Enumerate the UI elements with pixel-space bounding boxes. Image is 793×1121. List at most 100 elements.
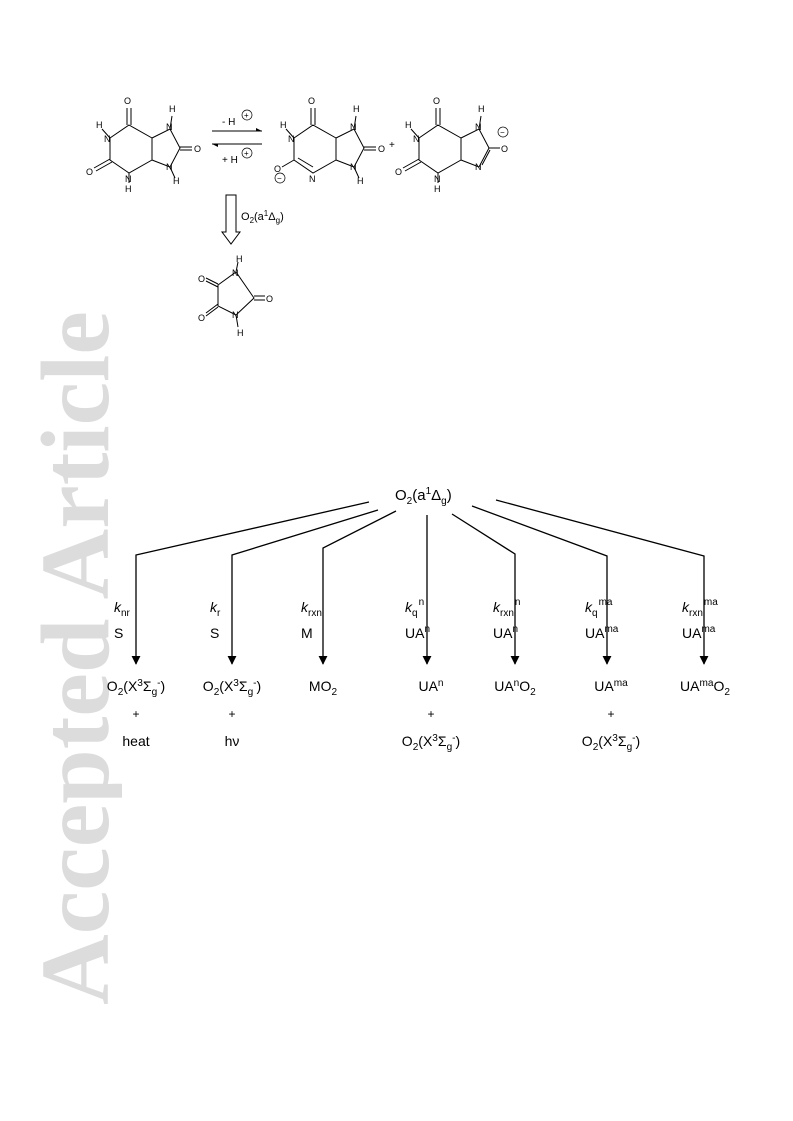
atom-n: N [166, 162, 173, 172]
atom-n: N [232, 268, 239, 278]
rate-constant-label: krxn [301, 599, 322, 619]
quencher-label: UAma [585, 624, 619, 641]
oxidant-label: O2(a1Δg) [241, 209, 284, 225]
plus-sign: + [389, 140, 395, 151]
proton-charge-icon [241, 147, 253, 159]
atom-n: N [288, 134, 295, 144]
rate-constant-label: krxnn [493, 597, 520, 619]
quencher-label: S [210, 625, 219, 641]
quencher-label: UAma [682, 624, 716, 641]
pathway-arrow [471, 505, 612, 665]
quencher-label: M [301, 625, 313, 641]
product-label: UAma [594, 678, 628, 694]
coproduct-label: O2(X3Σg-) [582, 733, 640, 753]
atom-o: O [308, 96, 315, 106]
atom-o: O [194, 144, 201, 154]
atom-o: O [378, 144, 385, 154]
coproduct-label: hν [225, 733, 240, 749]
decay-branch: krS O2(X3Σg-) + hν [203, 599, 261, 749]
oxidation-arrow: O2(a1Δg) [221, 194, 284, 245]
atom-o: O [86, 167, 93, 177]
pathway-arrow [451, 513, 520, 665]
product-label: O2(X3Σg-) [203, 678, 261, 698]
atom-o: O [266, 294, 273, 304]
accepted-article-watermark: Accepted Article [22, 311, 122, 1005]
quencher-label: S [114, 625, 123, 641]
coproduct-label: heat [122, 733, 149, 749]
product-label: O2(X3Σg-) [107, 678, 165, 698]
singlet-oxygen-label: O2(a1Δg) [395, 486, 452, 507]
rate-constant-label: krxnma [682, 597, 718, 619]
atom-o: O [198, 274, 205, 284]
atom-o: O [501, 144, 508, 154]
atom-h: H [125, 184, 132, 194]
urate-isomer-structure: O N H O N H N H N O − [395, 96, 509, 194]
uric-acid-structure: O N H O N H N H N H O [86, 96, 201, 194]
protonation-label: + H [222, 155, 238, 166]
plus-sign: + [427, 707, 434, 721]
atom-h: H [96, 120, 103, 130]
negative-charge-icon [497, 126, 509, 138]
hollow-arrow-icon [221, 194, 241, 245]
quencher-label: UAn [493, 624, 518, 641]
rate-constant-label: kr [210, 599, 221, 619]
atom-o: O [433, 96, 440, 106]
rate-constant-label: knr [114, 599, 131, 619]
decay-pathway-arrows [131, 499, 709, 665]
negative-charge: − [500, 128, 505, 137]
atom-h: H [169, 104, 176, 114]
negative-charge: − [277, 174, 282, 183]
atom-n: N [475, 122, 482, 132]
atom-o: O [395, 167, 402, 177]
plus-sign: + [228, 707, 235, 721]
atom-n: N [309, 174, 316, 184]
atom-h: H [236, 254, 243, 264]
deprotonation-label: - H [222, 117, 235, 128]
rate-constant-label: kqn [405, 597, 424, 619]
watermark-text: Accepted Article [22, 311, 122, 1005]
product-label: MO2 [309, 678, 338, 698]
atom-h: H [280, 120, 287, 130]
coproduct-label: O2(X3Σg-) [402, 733, 460, 753]
pathway-arrow [227, 509, 379, 665]
atom-o: O [124, 96, 131, 106]
atom-n: N [104, 134, 111, 144]
rate-constant-label: kqma [585, 597, 613, 619]
atom-h: H [237, 328, 244, 338]
atom-n: N [350, 162, 357, 172]
pathway-arrow [495, 499, 709, 665]
equilibrium-arrows: - H + + H + [212, 109, 262, 166]
proton-charge: + [244, 149, 249, 158]
atom-n: N [166, 122, 173, 132]
atom-n: N [232, 310, 239, 320]
atom-n: N [125, 174, 132, 184]
parabanic-acid-structure: O O O N H N H [198, 254, 273, 338]
product-label: UAmaO2 [680, 678, 730, 698]
quencher-label: UAn [405, 624, 430, 641]
urate-monoanion-structure: O N H O − N N H N H O [274, 96, 385, 186]
atom-o: O [198, 313, 205, 323]
atom-h: H [173, 176, 180, 186]
atom-n: N [413, 134, 420, 144]
atom-n: N [475, 162, 482, 172]
plus-sign: + [132, 707, 139, 721]
atom-h: H [434, 184, 441, 194]
pathway-arrow [318, 510, 397, 665]
pathway-arrow [131, 501, 370, 665]
product-label: UAn [418, 678, 443, 694]
atom-h: H [405, 120, 412, 130]
proton-charge: + [244, 111, 249, 120]
negative-charge-icon [274, 172, 286, 184]
singlet-oxygen-top: O2(a1Δg) [395, 486, 452, 507]
product-label: UAnO2 [494, 678, 536, 698]
proton-charge-icon [241, 109, 253, 121]
atom-n: N [350, 122, 357, 132]
atom-h: H [353, 104, 360, 114]
